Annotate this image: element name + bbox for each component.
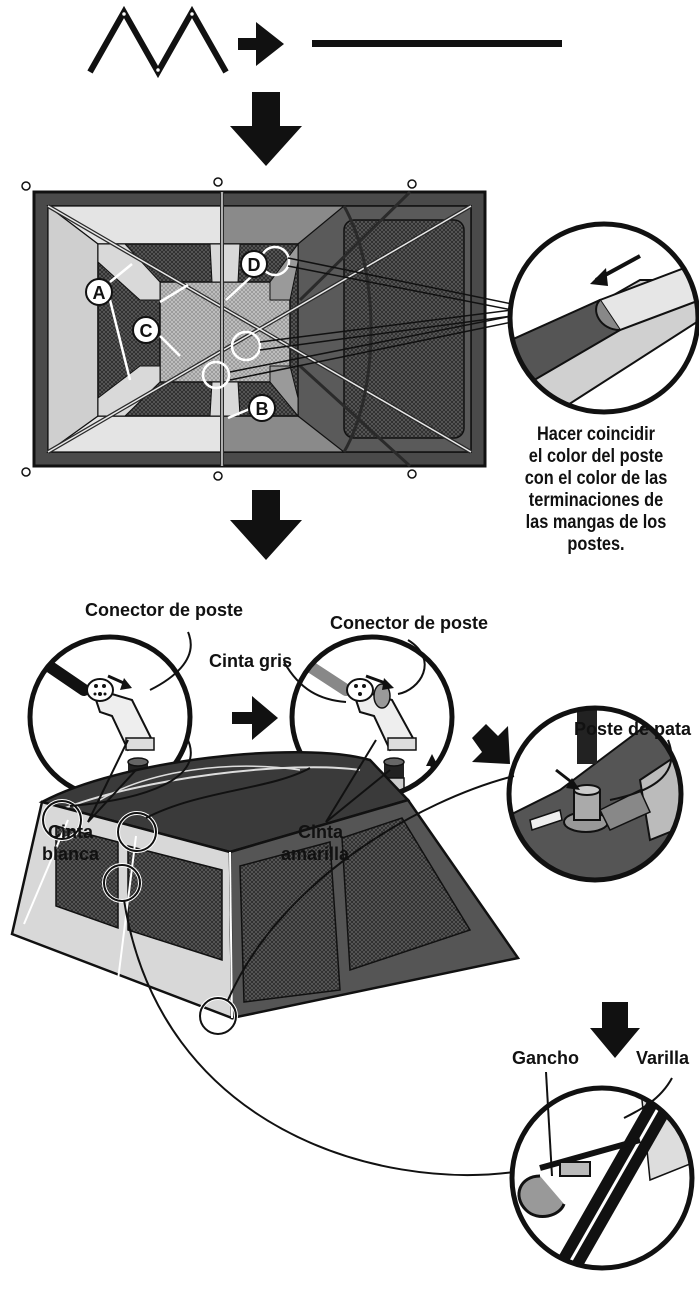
detail-leaders: [69, 735, 515, 1176]
label-leg-pole: Poste de pata: [574, 719, 692, 739]
svg-text:C: C: [140, 321, 153, 341]
callout-d: D: [240, 250, 268, 278]
down-arrow-icon-3: [590, 1002, 640, 1058]
label-pole-connector-right: Conector de poste: [330, 613, 489, 633]
label-leaders: [87, 631, 673, 1177]
label-yellow-tape-1: Cinta: [298, 822, 343, 842]
sleeve-end-magnifier: [507, 221, 699, 415]
leg-pole-base-detail: [506, 705, 684, 883]
label-pole-connector-left: Conector de poste: [85, 600, 244, 620]
svg-text:D: D: [248, 255, 261, 275]
tent-top-view: [21, 177, 487, 481]
caption-line-2: el color del poste: [528, 446, 664, 467]
label-white-tape-1: Cinta: [48, 822, 93, 842]
label-hook: Gancho: [512, 1048, 580, 1068]
label-yellow-tape-2: amarilla: [281, 844, 350, 864]
svg-text:B: B: [256, 399, 269, 419]
tent-perspective: [10, 750, 521, 1036]
caption-line-6: postes.: [567, 534, 625, 555]
label-white-tape-2: blanca: [42, 844, 100, 864]
caption-line-5: las mangas de los: [525, 512, 667, 533]
right-arrow-icon-2: [232, 696, 278, 740]
extended-pole-icon: [312, 40, 562, 47]
down-arrow-icon: [230, 92, 302, 166]
label-gray-tape: Cinta gris: [209, 651, 293, 671]
callout-a: A: [85, 278, 113, 306]
magnifier-leaders: [229, 257, 513, 381]
callout-b: B: [248, 394, 276, 422]
down-right-arrow-icon: [472, 724, 510, 764]
right-arrow-icon: [238, 22, 284, 66]
label-rod: Varilla: [636, 1048, 690, 1068]
color-matching-caption: Hacer coincidir el color del poste con e…: [510, 424, 682, 556]
caption-line-3: con el color de las: [524, 468, 668, 489]
folded-pole-icon: [87, 5, 229, 79]
pole-joint-dots: [120, 10, 196, 74]
down-arrow-icon-2: [230, 490, 302, 560]
svg-text:A: A: [93, 283, 106, 303]
caption-line-1: Hacer coincidir: [536, 424, 656, 445]
hook-rod-detail: [509, 1085, 695, 1271]
caption-line-4: terminaciones de: [528, 490, 664, 511]
callout-c: C: [132, 316, 160, 344]
